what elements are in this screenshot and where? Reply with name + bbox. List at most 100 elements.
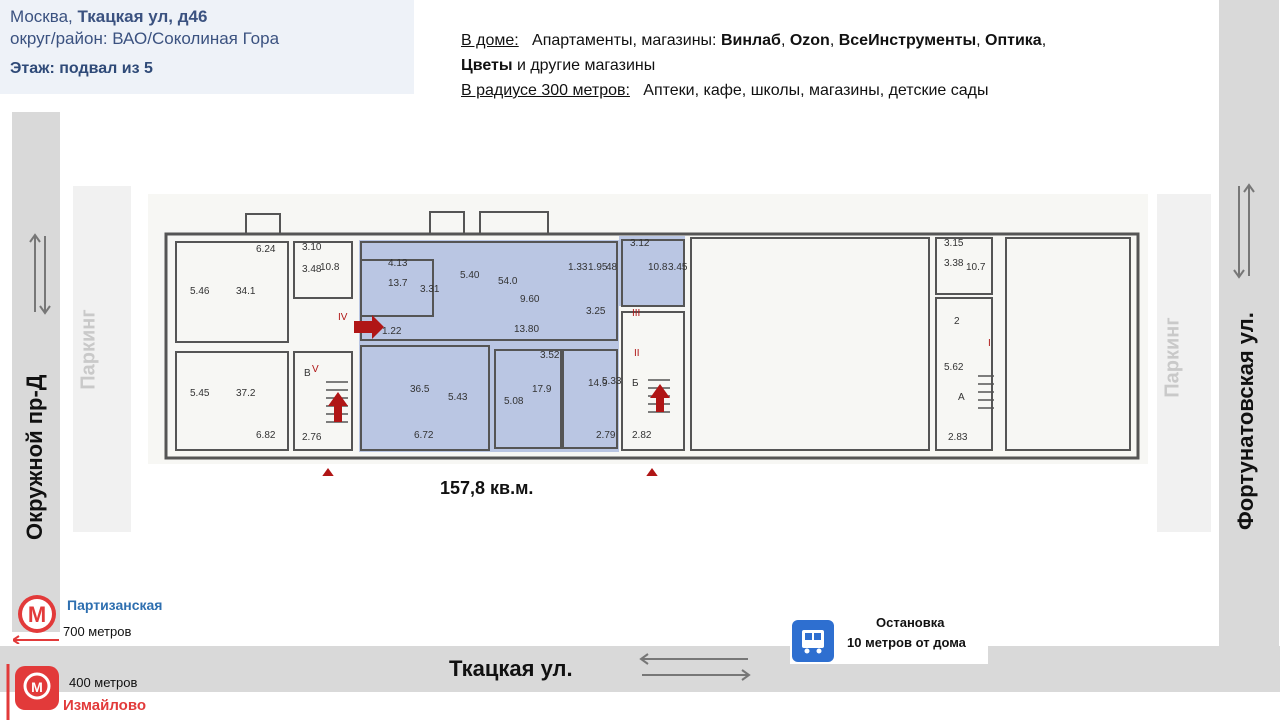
room (690, 237, 930, 451)
room (621, 239, 685, 307)
room-label: 5.62 (944, 362, 964, 373)
address-street: Ткацкая ул, д46 (77, 7, 208, 26)
metro-icon: M (6, 664, 59, 720)
radius-label: В радиусе 300 метров: (461, 82, 630, 99)
left-road-label: Окружной пр-Д (22, 374, 47, 540)
room-label: 6.72 (414, 430, 434, 441)
parking-right-label: Паркинг (1161, 317, 1184, 398)
road-bottom (0, 646, 1280, 692)
room-label: 2 (954, 316, 960, 327)
room (494, 349, 562, 449)
room-label: 54.0 (498, 276, 518, 287)
highlight-area-small (619, 236, 685, 306)
bus-icon (792, 620, 834, 662)
room-label: 5.43 (448, 392, 468, 403)
room (293, 241, 353, 299)
svg-text:M: M (28, 602, 46, 627)
address-box: Москва, Ткацкая ул, д46 округ/район: ВАО… (0, 0, 414, 94)
plan-bay (429, 211, 465, 235)
entrance-roman-label: II (634, 348, 640, 359)
staircase (978, 375, 994, 409)
room-label: 37.2 (236, 388, 256, 399)
room-label: 5.45 (190, 388, 210, 399)
room-label: 10.7 (966, 262, 986, 273)
address-line: Москва, Ткацкая ул, д46 (10, 6, 404, 28)
room-label: 34.1 (236, 286, 256, 297)
radius-text: Аптеки, кафе, школы, магазины, детские с… (643, 82, 989, 99)
left-road-arrows-icon (29, 233, 51, 315)
svg-text:M: M (31, 679, 43, 695)
street-entrance-arrow-icon (646, 468, 658, 476)
room-label: 48 (606, 262, 618, 273)
room (935, 297, 993, 451)
right-road-label: Фортунатовская ул. (1233, 312, 1258, 530)
right-road-arrows-icon (1233, 183, 1255, 279)
outer-wall (164, 232, 1140, 460)
room-label: 5.46 (190, 286, 210, 297)
room-label: 3.52 (540, 350, 560, 361)
room-label: 3.12 (630, 238, 650, 249)
in-house-text: Апартаменты, магазины: (532, 32, 721, 49)
room (360, 259, 434, 317)
metro-top-distance: 700 метров (63, 624, 132, 639)
room-label: 10.8 (648, 262, 668, 273)
room (935, 237, 993, 295)
stair-letter-label: Б (632, 378, 639, 389)
room-label: 2.82 (632, 430, 652, 441)
room (175, 241, 289, 343)
room (1005, 237, 1131, 451)
room-label: 3.25 (586, 306, 606, 317)
room-label: 1.95 (588, 262, 608, 273)
entrance-arrow-icon (328, 392, 348, 422)
room-label: 14.9 (588, 378, 608, 389)
bus-stop-title: Остановка (876, 615, 945, 630)
entrance-arrow-icon (354, 315, 384, 339)
entrance-roman-label: V (312, 364, 319, 375)
entrance-roman-label: III (632, 308, 640, 319)
room (621, 311, 685, 451)
room-label: 6.24 (256, 244, 276, 255)
bus-stop-distance: 10 метров от дома (847, 635, 966, 650)
room (175, 351, 289, 451)
address-floor: Этаж: подвал из 5 (10, 60, 153, 77)
metro-bottom-name: Измайлово (63, 697, 147, 714)
room-label: 5.33 (602, 376, 622, 387)
room (360, 345, 490, 451)
room-label: 9.60 (520, 294, 540, 305)
metro-top-name: Партизанская (67, 597, 163, 613)
bottom-road-label: Ткацкая ул. (449, 656, 573, 681)
room-label: 5.08 (504, 396, 524, 407)
room-label: 3.48 (302, 264, 322, 275)
description: В доме: Апартаменты, магазины: Винлаб, O… (461, 28, 1181, 103)
in-house-label: В доме: (461, 32, 519, 49)
shop-name: Цветы (461, 57, 513, 74)
room-label: 10.8 (320, 262, 340, 273)
room-label: 2.76 (302, 432, 322, 443)
room-label: 4.13 (388, 258, 408, 269)
room-label: 5.40 (460, 270, 480, 281)
area-label: 157,8 кв.м. (440, 478, 534, 498)
room-label: 3.38 (944, 258, 964, 269)
room-label: 6.82 (256, 430, 276, 441)
room (562, 349, 618, 449)
shop-name: Оптика (985, 32, 1042, 49)
entrance-roman-label: IV (338, 312, 348, 323)
room-label: 3.10 (302, 242, 322, 253)
stair-letter-label: А (958, 392, 965, 403)
room-label: 13.7 (388, 278, 408, 289)
metro-icon: M (13, 595, 59, 644)
room-label: 3.31 (420, 284, 440, 295)
room-label: 1.22 (382, 326, 402, 337)
room-label: 1.33 (568, 262, 588, 273)
shop-name: ВсеИнструменты (838, 32, 977, 49)
address-city: Москва, (10, 7, 78, 26)
entrance-arrow-icon (650, 384, 670, 412)
address-district: округ/район: ВАО/Соколиная Гора (10, 29, 280, 48)
room-label: 17.9 (532, 384, 552, 395)
road-right (1219, 0, 1279, 648)
room-label: 13.80 (514, 324, 539, 335)
room-label: 3.15 (944, 238, 964, 249)
in-house-line: В доме: Апартаменты, магазины: Винлаб, O… (461, 32, 1047, 74)
stair-letter-label: В (304, 368, 311, 379)
